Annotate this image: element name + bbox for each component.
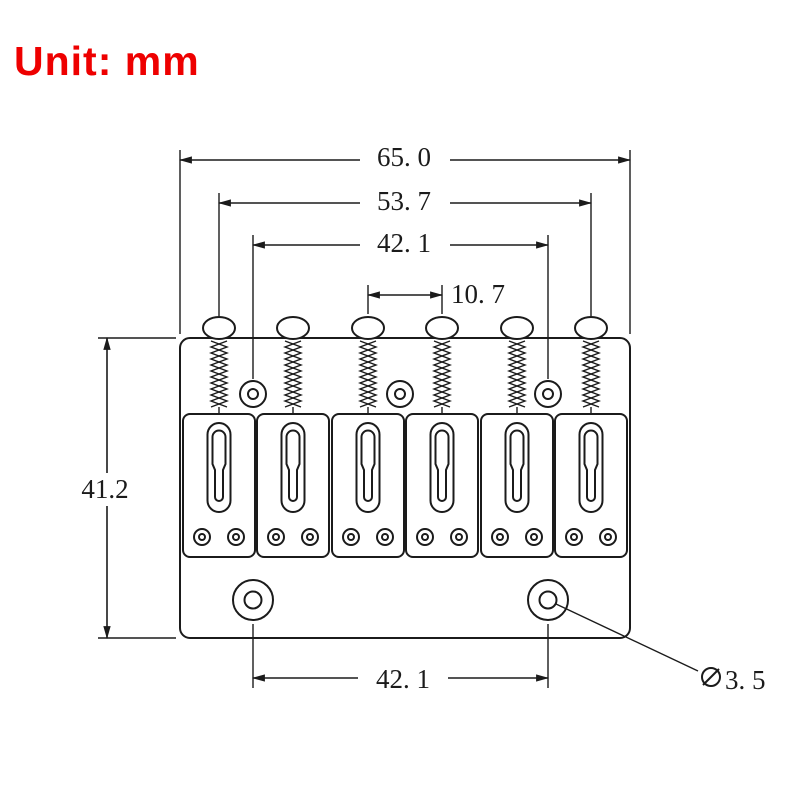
bottom-mount-hole-center	[538, 590, 558, 610]
dim-overall-width: 65. 0	[178, 142, 632, 334]
saddle-5	[480, 413, 554, 558]
saddle-4	[405, 413, 479, 558]
bottom-mount-holes	[232, 579, 569, 621]
bottom-mount-hole	[232, 579, 274, 621]
dim-string-pitch: 10. 7	[366, 279, 505, 314]
dim-bottom-hole-span-label: 42. 1	[376, 664, 430, 694]
dim-string-pitch-label: 10. 7	[451, 279, 505, 309]
diameter-symbol-icon	[701, 667, 721, 687]
top-mount-hole	[239, 380, 267, 408]
saddle-1	[182, 413, 256, 558]
unit-label: Unit: mm	[14, 38, 200, 84]
bridge-body	[179, 316, 631, 639]
top-mount-hole	[534, 380, 562, 408]
dim-top-hole-span: 42. 1	[251, 228, 550, 379]
dim-overall-width-label: 65. 0	[377, 142, 431, 172]
top-mount-hole-center	[247, 388, 259, 400]
saddle-3	[331, 413, 405, 558]
dim-bottom-hole-span: 42. 1	[251, 624, 550, 694]
dim-screw-span: 53. 7	[217, 186, 593, 316]
bottom-mount-hole	[527, 579, 569, 621]
top-mount-hole-center	[542, 388, 554, 400]
dim-screw-span-label: 53. 7	[377, 186, 431, 216]
saddle-6	[554, 413, 628, 558]
top-mount-hole-center	[394, 388, 406, 400]
top-mount-holes	[239, 380, 562, 408]
saddle-2	[256, 413, 330, 558]
dim-hole-diameter-label: 3. 5	[725, 665, 766, 695]
dim-overall-depth-label: 41.2	[81, 474, 128, 504]
bottom-mount-hole-center	[243, 590, 263, 610]
dim-overall-depth: 41.2	[66, 336, 176, 640]
dim-top-hole-span-label: 42. 1	[377, 228, 431, 258]
top-mount-hole	[386, 380, 414, 408]
dim-hole-diameter: 3. 5	[555, 603, 766, 695]
